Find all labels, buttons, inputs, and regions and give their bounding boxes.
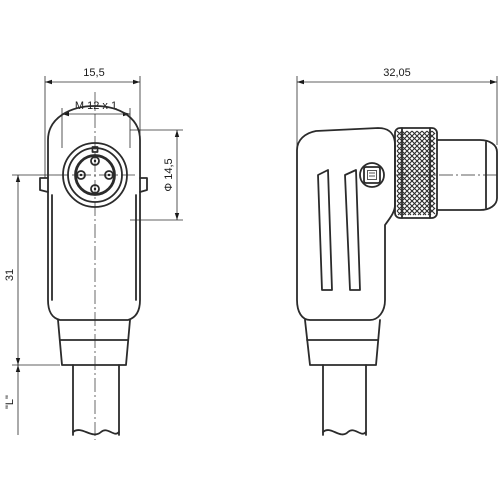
logo-badge [359,162,385,188]
front-width-dimension: 15,5 [44,67,141,178]
knurl-line [417,197,436,216]
knurl-line [396,130,418,152]
side-width-dimension: 32,05 [296,67,498,150]
knurl-line [396,175,436,215]
knurl-line [396,137,436,177]
knurl-line [396,155,436,195]
diameter-label: Φ 14,5 [163,158,175,191]
knurled-nut [394,127,438,219]
knurl-line [411,130,436,155]
knurl-line [422,202,436,216]
side-view: 32,05 [296,67,500,436]
knurl-line [396,152,436,192]
length-label: "L" [4,395,16,409]
side-body [296,127,396,436]
knurl-line [396,172,436,212]
knurl-line [396,145,436,185]
knurl-line [396,195,417,216]
knurl-line [396,157,436,197]
knurl-line [396,132,436,172]
knurl-line [396,150,436,190]
diameter-dimension: Φ 14,5 [130,129,183,221]
side-width-label: 32,05 [383,67,411,79]
knurl-line [396,170,436,210]
height-dimension: 31 [4,174,60,366]
thread-dimension: M 12 x 1 [61,100,131,148]
knurl-line [396,162,436,202]
knurl-line [396,210,402,216]
knurl-line [396,140,436,180]
knurl-line [396,167,436,207]
knurl-line [396,160,436,200]
knurl-line [396,135,436,175]
height-label: 31 [4,269,16,281]
knurl-line [426,130,436,140]
knurl-line [396,165,436,205]
knurl-line [396,130,436,170]
length-dimension: "L" [4,365,21,435]
front-body [39,105,148,436]
front-view: 15,5 M 12 x 1 Φ 14,5 [4,67,183,440]
knurl-line [412,192,436,216]
knurl-line [396,147,436,187]
knurl-line [397,177,436,216]
knurl-line [396,130,413,147]
front-width-label: 15,5 [83,67,104,79]
